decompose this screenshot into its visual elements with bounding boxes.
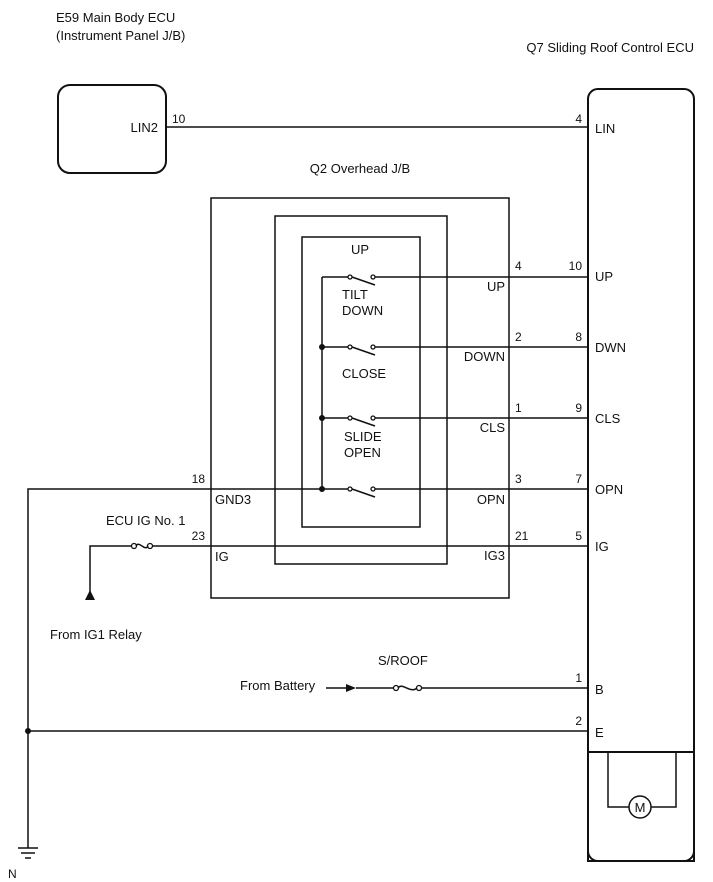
switch-contact — [370, 274, 376, 280]
overhead-jb-inner-box — [301, 236, 421, 528]
switch-contact — [347, 486, 353, 492]
ecu-label-lin: LIN — [595, 121, 615, 136]
main-body-ecu-lin2-label: LIN2 — [131, 120, 158, 135]
ig1-arrow-icon — [85, 590, 95, 600]
fuse-terminal — [130, 542, 138, 550]
battery-arrow-icon — [346, 684, 356, 692]
sliding-roof-ecu-title: Q7 Sliding Roof Control ECU — [526, 40, 694, 55]
switch-title-up: UP — [351, 242, 369, 257]
motor-symbol — [628, 795, 652, 819]
main-body-ecu-box — [57, 84, 167, 174]
switch-contact — [370, 415, 376, 421]
ecu-pin-ig: 5 — [575, 529, 582, 543]
fuse-terminal — [146, 542, 154, 550]
pos-down: DOWN — [342, 303, 383, 318]
ecu-label-e: E — [595, 725, 604, 740]
jb-pin-opn: 3 — [515, 472, 522, 486]
switch-opn-blade — [351, 488, 376, 498]
ecu-label-up: UP — [595, 269, 613, 284]
main-body-ecu-title: E59 Main Body ECU — [56, 10, 175, 25]
ecu-pin-cls: 9 — [575, 401, 582, 415]
ecu-label-opn: OPN — [595, 482, 623, 497]
switch-contact — [370, 486, 376, 492]
fuse-terminal — [415, 684, 423, 692]
jb-pin-up: 4 — [515, 259, 522, 273]
switch-contact — [370, 344, 376, 350]
sroof-fuse-label: S/ROOF — [378, 653, 428, 668]
jb-label-opn: OPN — [477, 492, 505, 507]
switch-contact — [347, 415, 353, 421]
ecu-pin-opn: 7 — [575, 472, 582, 486]
jb-label-down: DOWN — [464, 349, 505, 364]
switch-contact — [347, 344, 353, 350]
ecu-ig-fuse-label: ECU IG No. 1 — [106, 513, 185, 528]
wire-ig-feed — [89, 545, 131, 596]
pos-close: CLOSE — [342, 366, 386, 381]
ground-icon — [18, 847, 38, 859]
jb-pin-gnd3: 18 — [192, 472, 206, 486]
ground-label: N — [8, 867, 17, 881]
ecu-label-b: B — [595, 682, 604, 697]
jb-pin-ig: 23 — [192, 529, 206, 543]
jb-pin-cls: 1 — [515, 401, 522, 415]
jb-label-cls: CLS — [480, 420, 506, 435]
ecu-pin-lin: 4 — [575, 112, 582, 126]
jb-label-up: UP — [487, 279, 505, 294]
pos-tilt: TILT — [342, 287, 368, 302]
overhead-jb-title: Q2 Overhead J/B — [310, 161, 410, 176]
ecu-pin-up: 10 — [569, 259, 583, 273]
motor-section-box — [587, 751, 695, 862]
ecu-pin-b: 1 — [575, 671, 582, 685]
wire-gnd3 — [27, 488, 322, 848]
main-body-ecu-lin-pin: 10 — [172, 112, 186, 126]
switch-contact — [347, 274, 353, 280]
jb-label-gnd3: GND3 — [215, 492, 251, 507]
switch-down-blade — [351, 346, 376, 356]
fuse-terminal — [392, 684, 400, 692]
sroof-fuse-icon — [397, 685, 418, 691]
main-body-ecu-subtitle: (Instrument Panel J/B) — [56, 28, 185, 43]
switch-up-blade — [351, 276, 376, 286]
jb-label-ig3: IG3 — [484, 548, 505, 563]
pos-open: OPEN — [344, 445, 381, 460]
jb-label-ig: IG — [215, 549, 229, 564]
overhead-jb-outer-box — [210, 197, 510, 599]
ecu-label-ig: IG — [595, 539, 609, 554]
sliding-roof-ecu-box — [587, 88, 695, 862]
jb-pin-down: 2 — [515, 330, 522, 344]
jb-pin-ig3: 21 — [515, 529, 529, 543]
ecu-ig-fuse-icon — [135, 543, 149, 549]
ecu-label-cls: CLS — [595, 411, 621, 426]
motor-label: M — [635, 800, 646, 815]
ecu-pin-e: 2 — [575, 714, 582, 728]
ecu-pin-dwn: 8 — [575, 330, 582, 344]
pos-slide: SLIDE — [344, 429, 382, 444]
overhead-jb-switch-box — [274, 215, 448, 565]
from-ig1-relay-label: From IG1 Relay — [50, 627, 142, 642]
ecu-label-dwn: DWN — [595, 340, 626, 355]
from-battery-label: From Battery — [240, 678, 316, 693]
switch-cls-blade — [351, 417, 376, 427]
